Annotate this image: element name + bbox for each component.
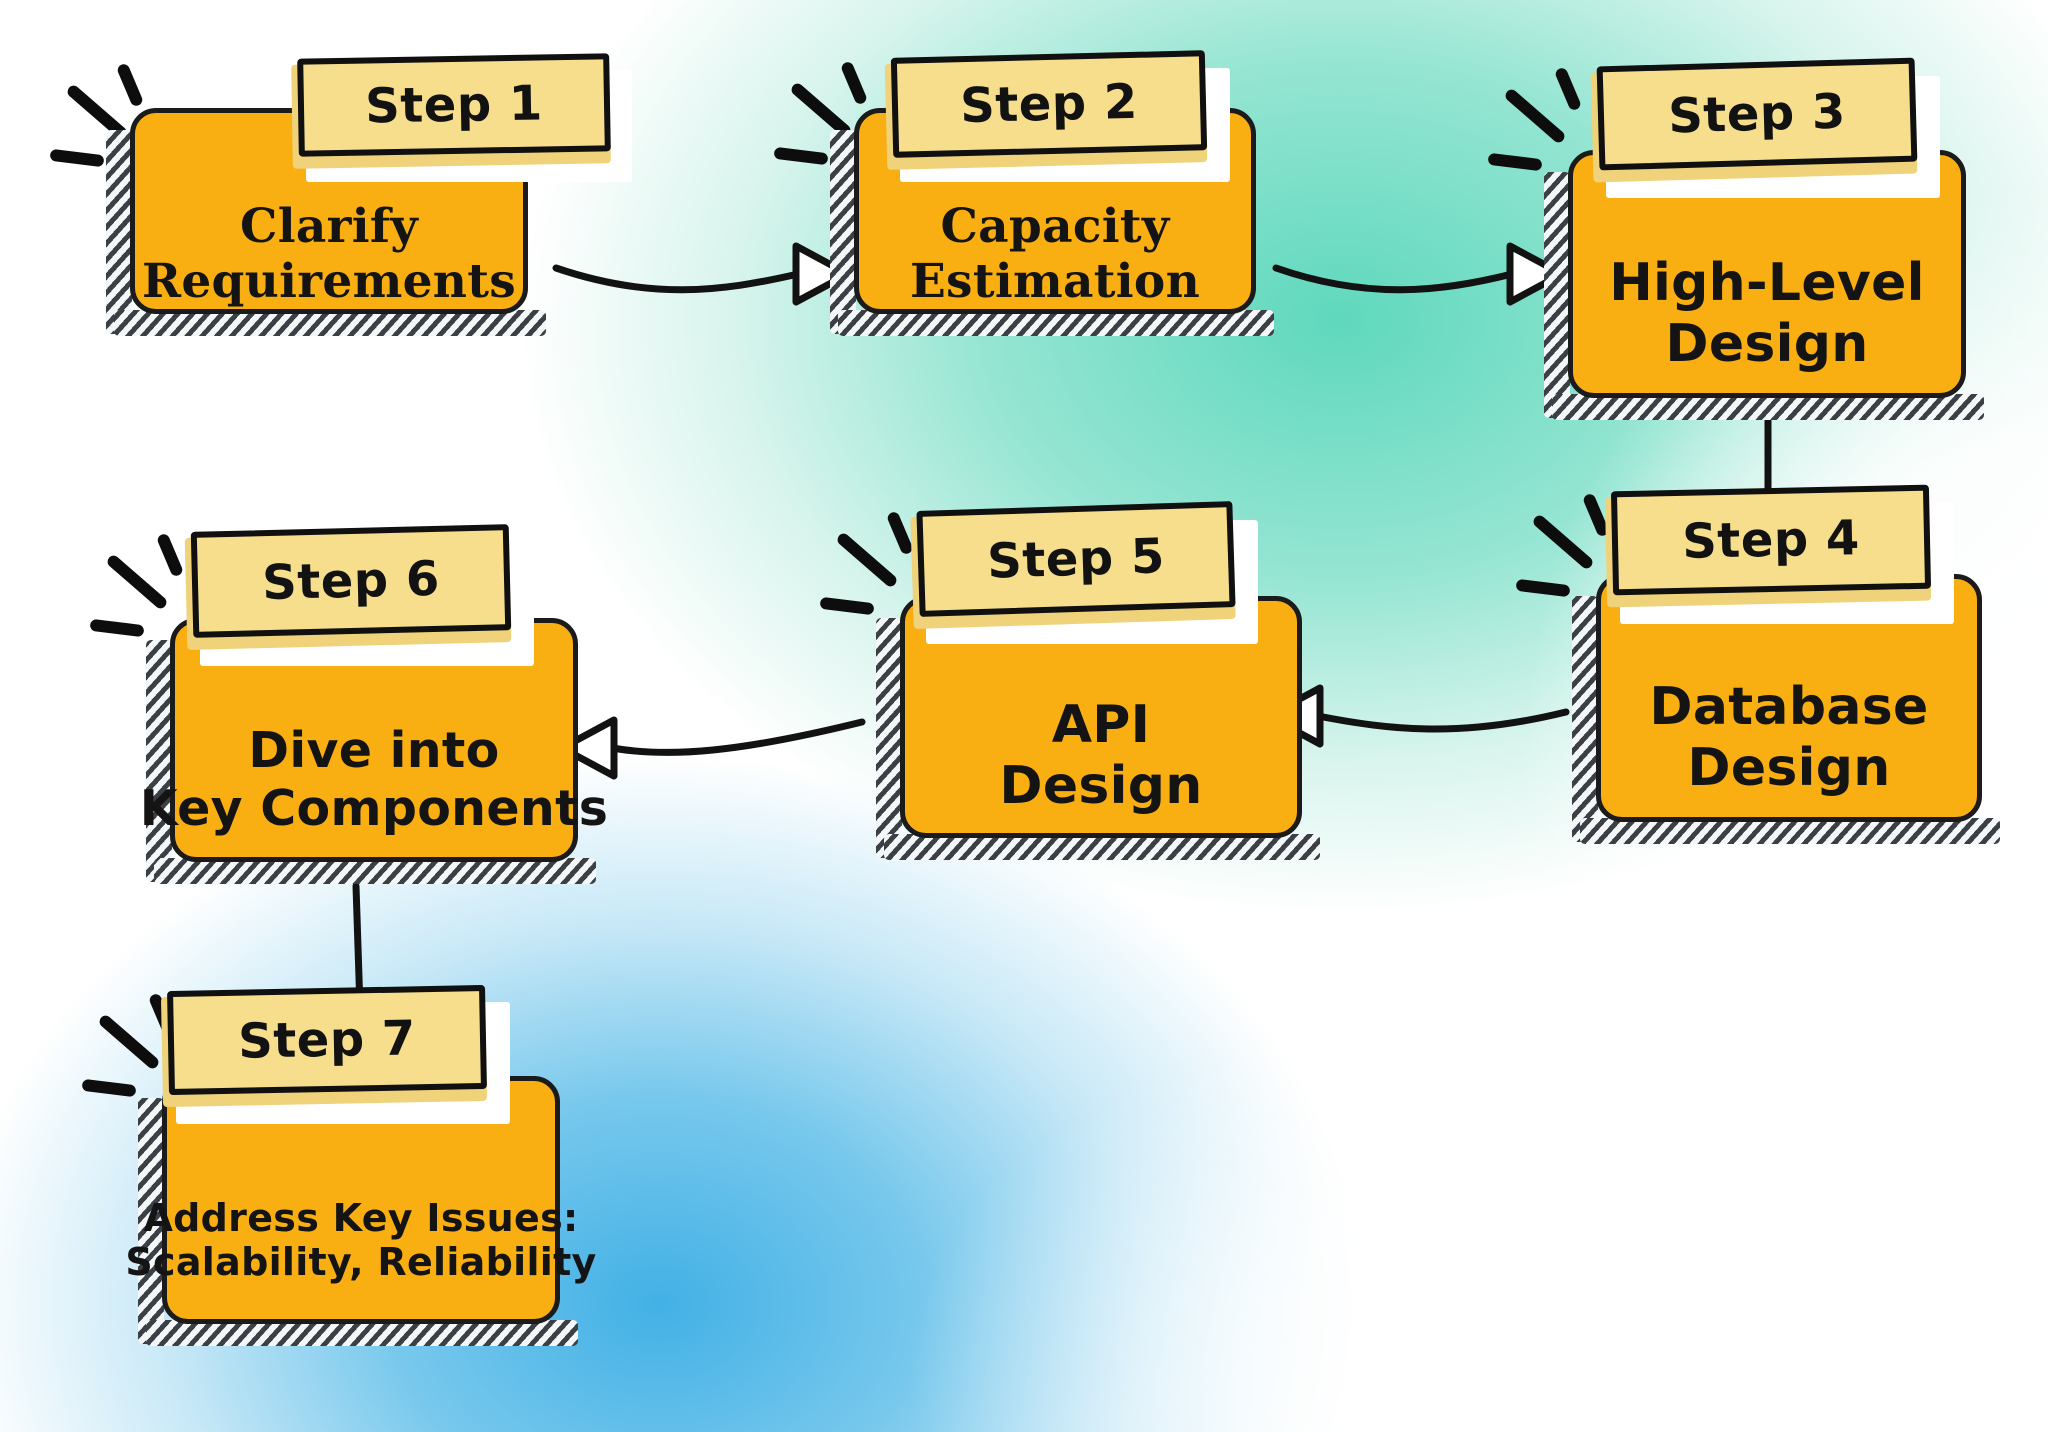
node-shadow-bottom	[146, 1320, 578, 1346]
node-body-line: Design	[999, 756, 1203, 817]
node-tab-step4[interactable]: Step 4	[1610, 484, 1932, 596]
tab-label: Step 4	[1681, 510, 1861, 570]
tab-label: Step 5	[986, 528, 1166, 590]
node-shadow-bottom	[884, 834, 1320, 860]
node-tab-step5[interactable]: Step 5	[916, 501, 1236, 617]
node-shadow-left	[138, 1098, 164, 1344]
tab-label: Step 1	[364, 75, 544, 135]
node-shadow-bottom	[1580, 818, 2000, 844]
edge-step1-to-step2	[552, 242, 852, 306]
node-step2[interactable]: Capacity Estimation Step 2	[773, 50, 1274, 336]
node-tab-step2[interactable]: Step 2	[890, 50, 1208, 158]
node-body-line: Capacity	[940, 198, 1170, 254]
node-body-line: Address Key Issues:	[143, 1195, 579, 1240]
tab-label: Step 2	[959, 73, 1139, 135]
node-tab-step1[interactable]: Step 1	[297, 53, 611, 157]
node-shadow-left	[146, 640, 172, 882]
tab-label: Step 3	[1667, 83, 1847, 145]
node-shadow-bottom	[1552, 394, 1984, 420]
node-shadow-bottom	[838, 310, 1274, 336]
node-shadow-left	[1544, 172, 1570, 418]
node-step3[interactable]: High-Level Design Step 3	[1487, 57, 1984, 420]
node-body-line: Clarify	[240, 198, 418, 254]
tab-label: Step 7	[237, 1010, 417, 1070]
node-step7[interactable]: Address Key Issues: Scalability, Reliabi…	[81, 984, 596, 1346]
node-body-line: High-Level	[1609, 253, 1925, 314]
node-body-line: Design	[1665, 314, 1869, 375]
node-step6[interactable]: Dive into Key Components Step 6	[89, 524, 608, 884]
node-step1[interactable]: Clarify Requirements Step 1	[49, 53, 632, 336]
node-shadow-bottom	[154, 858, 596, 884]
node-body-line: API	[1051, 695, 1151, 756]
edge-step5-to-step6	[558, 716, 866, 780]
node-body: High-Level Design	[1573, 236, 1961, 393]
node-body-line: Database	[1649, 677, 1929, 738]
node-tab-step6[interactable]: Step 6	[190, 524, 512, 638]
node-body: Database Design	[1601, 660, 1977, 817]
node-body-line: Dive into	[248, 721, 500, 779]
node-shadow-left	[1572, 596, 1598, 842]
node-shadow-bottom	[114, 310, 546, 336]
node-tab-step3[interactable]: Step 3	[1596, 57, 1918, 171]
node-step5[interactable]: API Design Step 5	[819, 501, 1320, 860]
node-body: Address Key Issues: Scalability, Reliabi…	[125, 1162, 596, 1319]
node-shadow-left	[830, 130, 856, 334]
node-shadow-left	[876, 618, 902, 858]
node-body: Clarify Requirements	[135, 199, 523, 309]
node-body: API Design	[905, 680, 1297, 833]
node-body-line: Design	[1687, 738, 1891, 799]
node-body: Dive into Key Components	[140, 703, 608, 857]
edge-step2-to-step3	[1272, 242, 1566, 306]
node-shadow-left	[106, 130, 132, 334]
node-body-line: Requirements	[141, 254, 517, 310]
edge-step4-to-step5	[1264, 684, 1570, 748]
node-tab-step7[interactable]: Step 7	[167, 984, 487, 1096]
tab-label: Step 6	[261, 550, 441, 612]
node-body-line: Scalability, Reliability	[125, 1240, 597, 1285]
node-body: Capacity Estimation	[859, 199, 1251, 309]
node-step4[interactable]: Database Design Step 4	[1515, 484, 2000, 844]
node-body-line: Estimation	[909, 254, 1201, 310]
node-body-line: Key Components	[139, 779, 609, 837]
